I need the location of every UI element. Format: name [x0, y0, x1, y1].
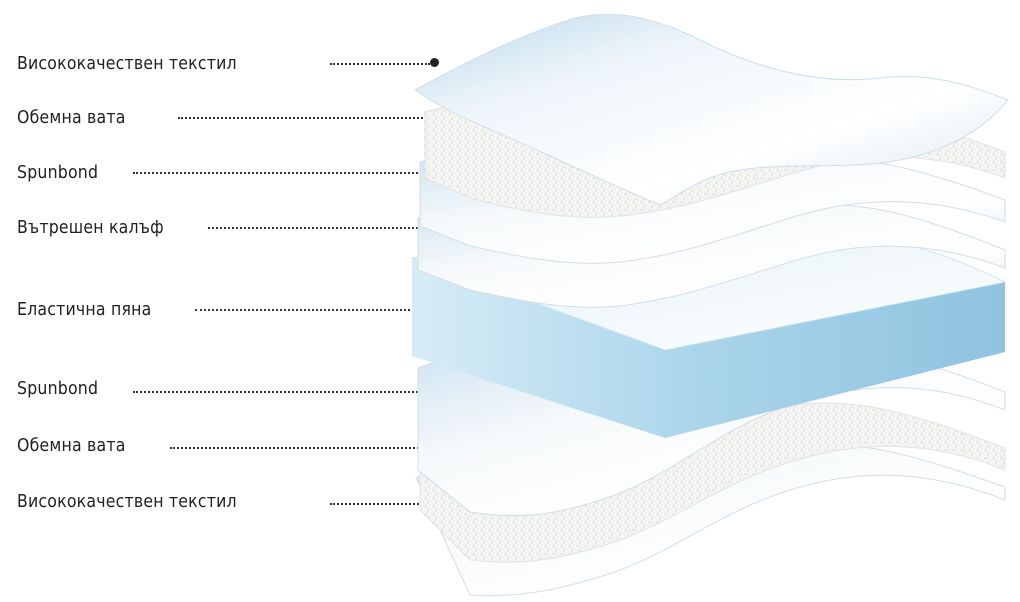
leader-line — [208, 227, 430, 229]
layer-label-text: Spunbond — [17, 163, 99, 183]
layer-label-7: Обемна вата — [17, 434, 126, 458]
layer-label-text: Spunbond — [17, 379, 99, 399]
leader-dot — [430, 58, 439, 67]
layer-label-6: Spunbond — [17, 377, 98, 401]
leader-line — [133, 172, 430, 174]
layer-label-text: Обемна вата — [17, 108, 126, 128]
layer-label-text: Еластична пяна — [17, 300, 152, 320]
layer-label-text: Вътрешен калъф — [17, 218, 164, 238]
top-textile-layer — [414, 13, 1009, 206]
leader-line — [170, 447, 430, 449]
mattress-layer-stack — [410, 13, 1009, 597]
layer-label-3: Spunbond — [17, 161, 98, 185]
layer-label-4: Вътрешен калъф — [17, 216, 164, 240]
leader-line — [195, 309, 430, 311]
layer-label-1: Висококачествен текстил — [17, 52, 237, 76]
layer-label-2: Обемна вата — [17, 106, 126, 130]
leader-line — [330, 503, 430, 505]
layer-label-text: Обемна вата — [17, 436, 126, 456]
foam-block-side — [412, 258, 1005, 438]
leader-line — [133, 391, 430, 393]
layer-label-text: Висококачествен текстил — [17, 492, 237, 512]
layer-labels: Висококачествен текстил Обемна вата Spun… — [0, 0, 450, 602]
layer-label-8: Висококачествен текстил — [17, 490, 237, 514]
layer-label-5: Еластична пяна — [17, 298, 151, 322]
leader-line — [178, 117, 430, 119]
layer-label-text: Висококачествен текстил — [17, 54, 237, 74]
leader-line — [330, 63, 430, 65]
